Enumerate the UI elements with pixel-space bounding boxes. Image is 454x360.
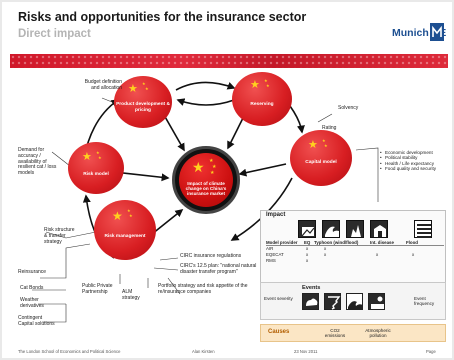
flag-star-icon: ★: [98, 155, 102, 160]
node-product-label: Product development & pricing: [116, 102, 170, 113]
causes-panel: [260, 324, 446, 342]
flag-star-icon: ★: [82, 151, 92, 163]
center-node: ★ ★ ★ ★ Impact of climate change on Chin…: [172, 146, 240, 214]
footer-author: Alan Kirsten: [192, 349, 215, 354]
node-risk-mgmt-label: Risk management: [104, 234, 146, 239]
causes-co2: CO2 emissions: [324, 328, 346, 339]
flag-star-icon: ★: [112, 209, 123, 223]
column-header: Model provider: [266, 240, 298, 245]
flag-star-icon: ★: [209, 158, 214, 164]
typhoon-wave-icon: [322, 220, 340, 238]
label-circ-plan: CIRC's 12.5 plan: "national natural disa…: [180, 263, 257, 275]
column-header: Int. disease: [370, 240, 394, 245]
label-weather-derivatives: Weather derivatives: [20, 297, 44, 309]
flag-star-icon: ★: [210, 170, 215, 176]
causes-pollution: Atmospheric pollution: [365, 328, 391, 339]
flag-star-icon: ★: [324, 143, 328, 148]
flag-star-icon: ★: [250, 79, 260, 91]
bullet-item: Food quality and security: [380, 166, 450, 172]
row-name: AIR: [266, 246, 274, 251]
row-mark: x: [376, 252, 379, 257]
flag-star-icon: ★: [129, 213, 133, 218]
label-solvency: Solvency: [338, 105, 359, 111]
flag-star-icon: ★: [128, 83, 138, 95]
column-header: Flood: [406, 240, 418, 245]
event-severity-label: Event severity: [264, 296, 293, 301]
label-risk-structure: Risk structure & transfer strategy: [44, 227, 75, 245]
factor-bullets: Economic development Political stability…: [380, 150, 450, 172]
footer-date: 23 Nov 2011: [294, 349, 318, 354]
causes-title: Causes: [268, 329, 290, 335]
label-portfolio: Portfolio strategy and risk appetite of …: [158, 283, 248, 295]
building-damage-icon: [370, 220, 388, 238]
bullet-item: Economic development: [380, 150, 450, 156]
flood-lines-icon: [414, 220, 432, 238]
row-mark: x: [324, 252, 327, 257]
bullet-item: Political stability: [380, 155, 450, 161]
node-risk-model-label: Risk model: [83, 172, 109, 177]
label-alm: ALM strategy: [122, 289, 140, 301]
label-ppp: Public Private Partnership: [82, 283, 113, 295]
flag-star-icon: ★: [127, 208, 131, 213]
label-reinsurance: Reinsurance: [18, 269, 47, 275]
row-mark: x: [412, 252, 415, 257]
flag-star-icon: ★: [264, 78, 268, 83]
footer-school: The London School of Economics and Polit…: [18, 349, 121, 354]
wildfire-icon: [346, 220, 364, 238]
row-mark: x: [306, 258, 309, 263]
flag-star-icon: ★: [96, 150, 100, 155]
impact-title: Impact: [266, 212, 286, 218]
row-name: EQECAT: [266, 252, 284, 257]
table-row: RMS x: [266, 258, 444, 264]
node-capital-label: Capital model: [305, 160, 337, 165]
node-product-development: ★ ★ ★ Product development & pricing: [114, 76, 172, 128]
row-mark: x: [324, 246, 327, 251]
row-mark: x: [306, 252, 309, 257]
earthquake-icon: [298, 220, 316, 238]
bullet-item: Health / Life expectancy: [380, 161, 450, 167]
flag-star-icon: ★: [192, 159, 205, 175]
label-demand: Demand for accuracy / availability of re…: [18, 147, 57, 177]
flag-star-icon: ★: [308, 139, 318, 151]
node-capital-model: ★ ★ ★ Capital model: [290, 130, 352, 186]
slide-title: Risks and opportunities for the insuranc…: [18, 10, 307, 24]
table-header: Model provider EQ Typhoon (wind/flood) I…: [266, 240, 444, 246]
flag-star-icon: ★: [145, 86, 149, 91]
dry-land-icon: [368, 293, 385, 310]
node-risk-model: ★ ★ ★ Risk model: [68, 142, 124, 194]
table-row: EQECAT x x x x: [266, 252, 444, 258]
flag-star-icon: ★: [266, 83, 270, 88]
column-header: EQ: [304, 240, 311, 245]
flag-star-icon: ★: [142, 81, 146, 86]
munich-re-logo-icon: [430, 23, 444, 41]
row-mark: x: [306, 246, 309, 251]
column-header: Typhoon (wind/flood): [314, 240, 359, 245]
node-risk-management: ★ ★ ★ Risk management: [94, 200, 156, 260]
event-frequency-label: Event frequency: [414, 296, 435, 307]
center-node-inner: ★ ★ ★ ★ Impact of climate change on Chin…: [179, 153, 233, 207]
node-reserving-label: Reserving: [250, 102, 274, 107]
footer-page: Page: [426, 349, 436, 354]
label-cat-bonds: Cat Bonds: [20, 285, 44, 291]
label-circ-regulations: CIRC insurance regulations: [180, 253, 242, 259]
label-rating: Rating: [322, 125, 337, 131]
decorative-banner: [10, 54, 448, 68]
events-title: Events: [302, 285, 321, 291]
row-name: RMS: [266, 258, 276, 263]
wave-surge-icon: [346, 293, 363, 310]
tornado-icon: [324, 293, 341, 310]
slide-subtitle: Direct impact: [18, 28, 91, 40]
flag-star-icon: ★: [322, 138, 326, 143]
label-budget: Budget definition and allocation: [84, 79, 122, 91]
label-contingent-capital: Contingent Capital solutions: [18, 315, 55, 327]
storm-cloud-icon: [302, 293, 319, 310]
center-node-label: Impact of climate change on China's insu…: [185, 181, 227, 197]
flag-star-icon: ★: [212, 164, 217, 170]
model-provider-table: Model provider EQ Typhoon (wind/flood) I…: [266, 240, 444, 264]
node-reserving: ★ ★ ★ Reserving: [232, 72, 292, 126]
table-row: AIR x x: [266, 246, 444, 252]
